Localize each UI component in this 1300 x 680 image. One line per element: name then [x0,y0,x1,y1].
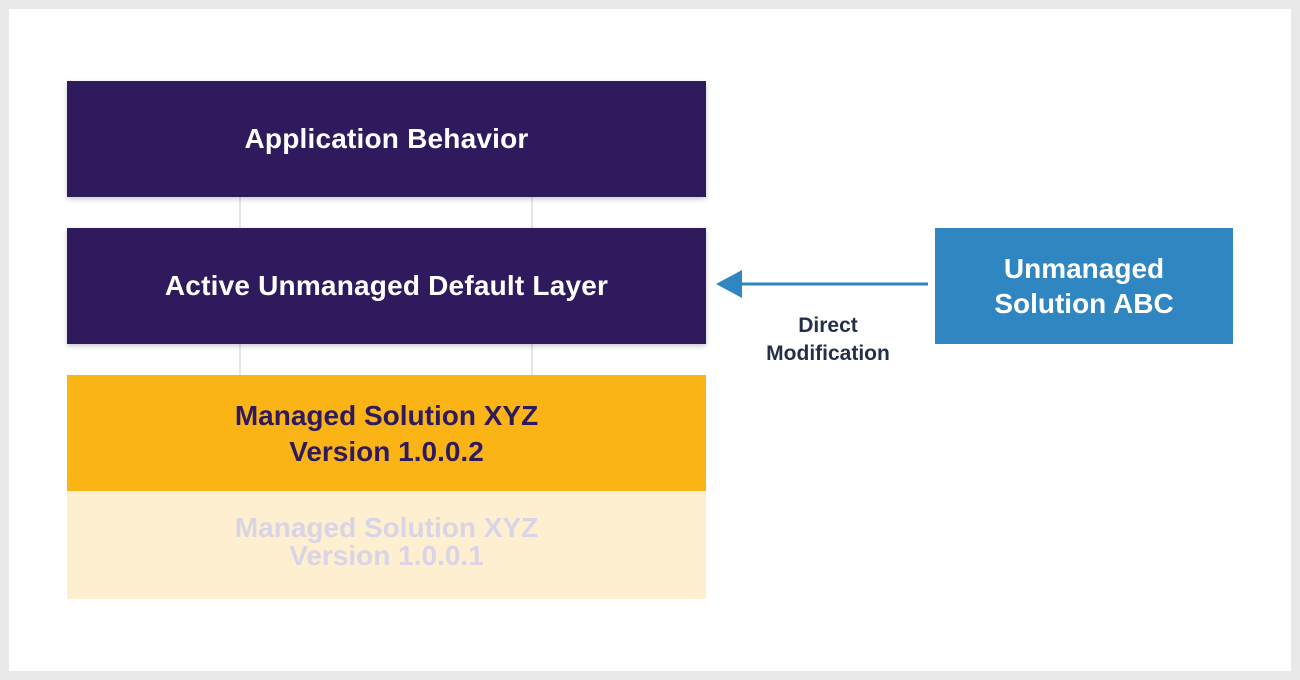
application-behavior-layer: Application Behavior [67,81,706,197]
managed-solution-previous-layer: Managed Solution XYZ Version 1.0.0.1 [67,491,706,599]
unmanaged-solution-line1: Unmanaged [1003,253,1165,284]
active-unmanaged-default-label: Active Unmanaged Default Layer [164,270,609,301]
arrow-left-icon [716,270,928,298]
arrow-head [716,270,742,298]
unmanaged-solution-box: Unmanaged Solution ABC [935,228,1233,344]
managed-solution-previous-version: Version 1.0.0.1 [289,540,484,571]
arrow-label-line1: Direct [798,314,858,337]
unmanaged-solution-line2: Solution ABC [994,288,1174,319]
arrow-label-line2: Modification [766,342,890,365]
managed-solution-current-layer: Managed Solution XYZ Version 1.0.0.2 [67,375,706,491]
application-behavior-label: Application Behavior [244,123,529,154]
managed-solution-current-version: Version 1.0.0.2 [289,436,484,467]
connector-line-left-lower [239,343,241,376]
managed-solution-previous-name: Managed Solution XYZ [234,512,539,543]
active-unmanaged-default-layer: Active Unmanaged Default Layer [67,228,706,344]
connector-line-left-upper [239,196,241,229]
connector-line-right-upper [531,196,533,229]
managed-solution-current-name: Managed Solution XYZ [234,400,539,431]
connector-line-right-lower [531,343,533,376]
direct-modification-label: Direct Modification [728,312,928,368]
